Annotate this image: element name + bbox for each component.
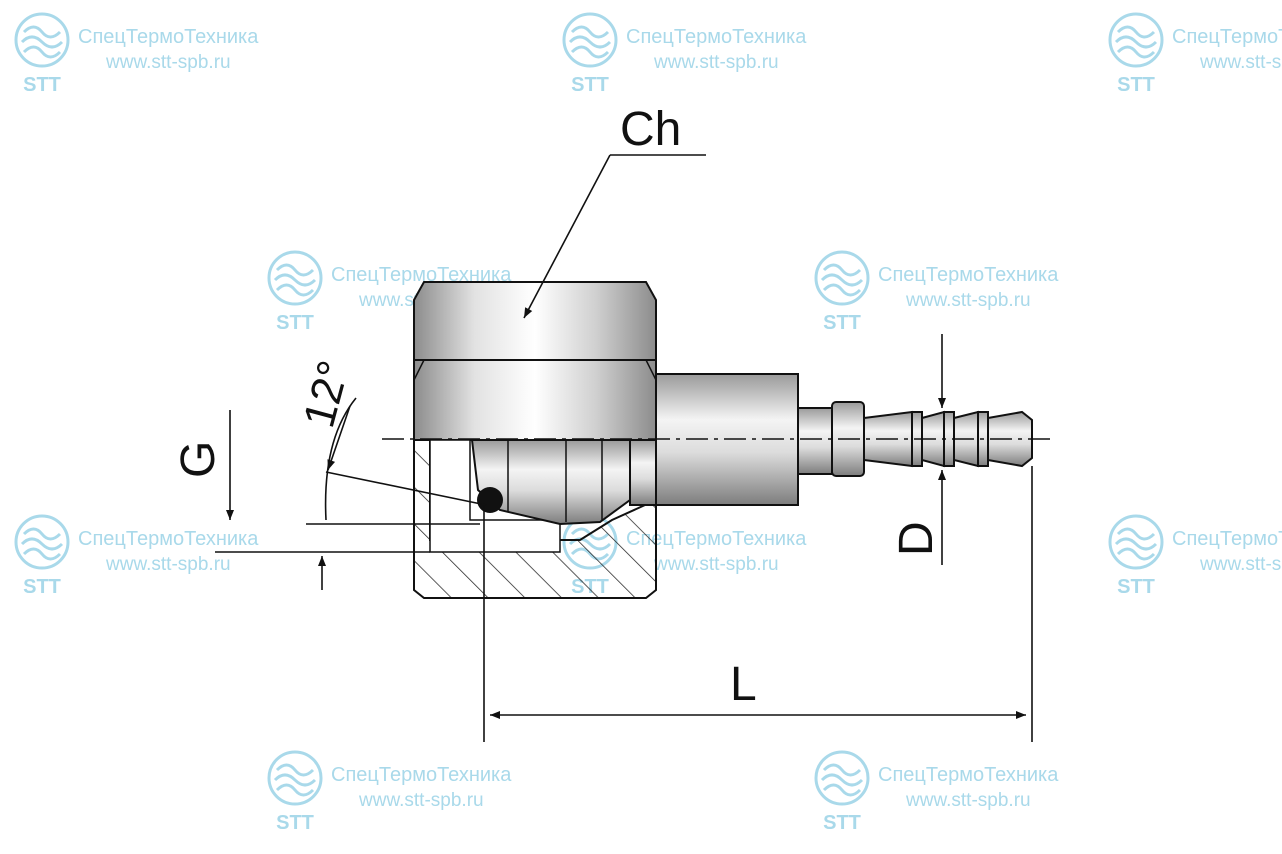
label-d: D xyxy=(890,521,943,556)
watermark-company: СпецТермоТехника xyxy=(878,764,1059,786)
hex-nut xyxy=(413,281,657,441)
watermark-abbr: STT xyxy=(276,812,314,834)
l-dimension xyxy=(483,466,1033,742)
stt-logo-icon xyxy=(1108,514,1164,570)
watermark-company: СпецТермоТехника xyxy=(78,528,259,550)
watermark-abbr: STT xyxy=(823,812,861,834)
watermark-url: www.stt-spb.ru xyxy=(654,52,779,73)
watermark-abbr: STT xyxy=(1117,576,1155,598)
watermark-url: www.stt-spb.ru xyxy=(1200,52,1282,73)
label-angle: 12° xyxy=(294,356,359,433)
watermark-abbr: STT xyxy=(823,312,861,334)
nipple-body xyxy=(470,439,631,526)
watermark-top-center: СпецТермоТехника www.stt-spb.ru STT xyxy=(560,12,860,102)
watermark-url: www.stt-spb.ru xyxy=(106,52,231,73)
watermark-company: СпецТермоТехника xyxy=(626,528,807,550)
watermark-mid-right: СпецТермоТехника www.stt-spb.ru STT xyxy=(812,250,1112,340)
watermark-company: СпецТермоТехника xyxy=(878,264,1059,286)
watermark-bottom-left: СпецТермоТехника www.stt-spb.ru STT xyxy=(265,750,565,840)
stt-logo-icon xyxy=(562,12,618,68)
watermark-top-right: СпецТермоТехника www.stt-spb.ru STT xyxy=(1106,12,1282,102)
watermark-company: СпецТермоТехника xyxy=(1172,26,1282,48)
watermark-abbr: STT xyxy=(23,74,61,96)
watermark-company: СпецТермоТехника xyxy=(331,764,512,786)
watermark-url: www.stt-spb.ru xyxy=(359,790,484,811)
watermark-url: www.stt-spb.ru xyxy=(906,290,1031,311)
watermark-abbr: STT xyxy=(1117,74,1155,96)
watermark-top-left: СпецТермоТехника www.stt-spb.ru STT xyxy=(12,12,312,102)
watermark-company: СпецТермоТехника xyxy=(1172,528,1282,550)
angle-dimension xyxy=(324,397,487,521)
watermark-abbr: STT xyxy=(571,74,609,96)
watermark-url: www.stt-spb.ru xyxy=(906,790,1031,811)
watermark-company: СпецТермоТехника xyxy=(626,26,807,48)
stt-logo-icon xyxy=(14,12,70,68)
watermark-row3-right: СпецТермоТехника www.stt-spb.ru STT xyxy=(1106,514,1282,604)
o-ring xyxy=(477,487,503,513)
watermark-abbr: STT xyxy=(23,576,61,598)
ch-leader xyxy=(523,154,706,319)
label-g: G xyxy=(172,441,225,478)
label-l: L xyxy=(730,658,757,711)
watermark-url: www.stt-spb.ru xyxy=(106,554,231,575)
g-dimension xyxy=(215,410,480,590)
stt-logo-icon xyxy=(14,514,70,570)
watermark-url: www.stt-spb.ru xyxy=(654,554,779,575)
stt-logo-icon xyxy=(267,750,323,806)
stt-logo-icon xyxy=(814,750,870,806)
stt-logo-icon xyxy=(267,250,323,306)
watermark-company: СпецТермоТехника xyxy=(78,26,259,48)
stt-logo-icon xyxy=(1108,12,1164,68)
stt-logo-icon xyxy=(814,250,870,306)
watermark-bottom-right: СпецТермоТехника www.stt-spb.ru STT xyxy=(812,750,1112,840)
watermark-abbr: STT xyxy=(276,312,314,334)
watermark-company: СпецТермоТехника xyxy=(331,264,512,286)
label-ch: Ch xyxy=(620,103,681,156)
watermark-url: www.stt-spb.ru xyxy=(1200,554,1282,575)
watermark-row3-left: СпецТермоТехника www.stt-spb.ru STT xyxy=(12,514,312,604)
